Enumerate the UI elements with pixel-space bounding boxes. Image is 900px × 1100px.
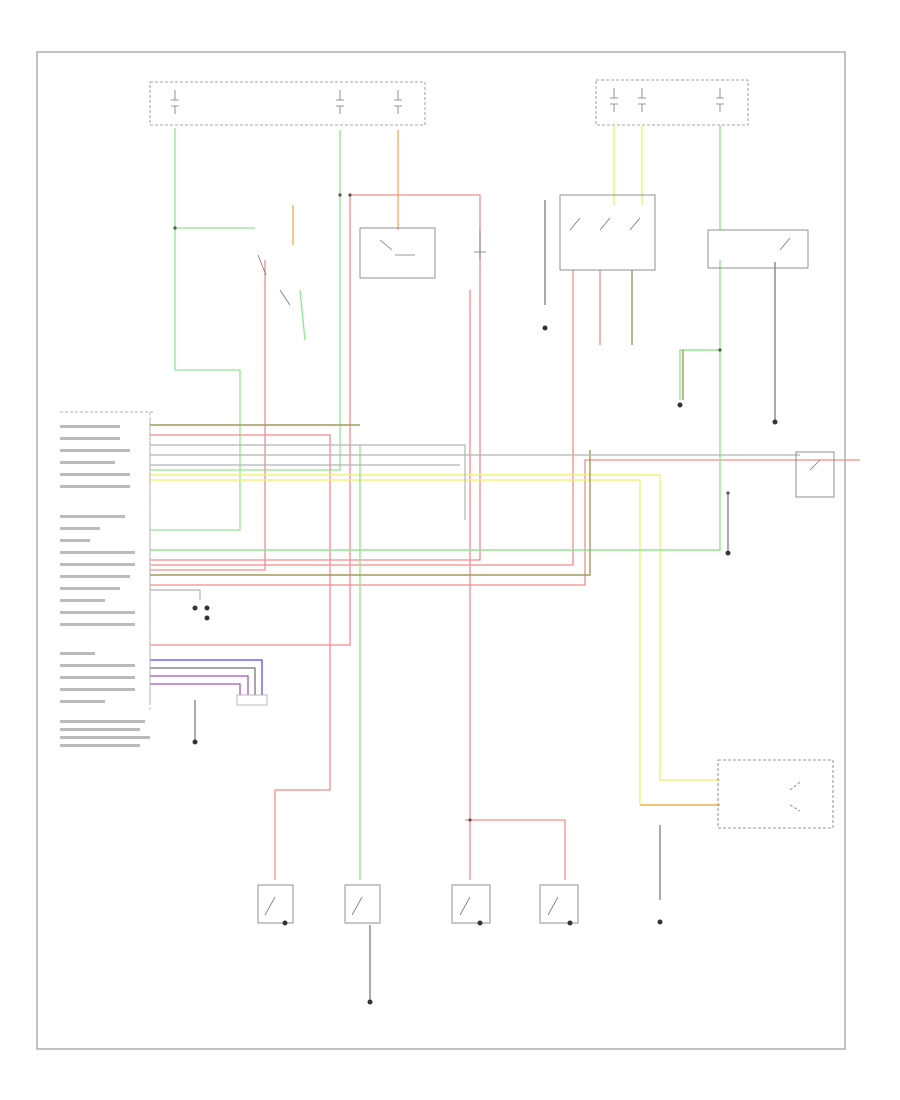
key-switch-box — [717, 759, 834, 829]
relay-box-right-2 — [707, 229, 809, 269]
illegible-label-marks — [60, 425, 150, 747]
wire-olive-group — [150, 270, 684, 576]
connector-tiles — [149, 420, 268, 706]
wire-blue-purple — [150, 659, 263, 695]
diagram-border — [36, 51, 846, 1050]
relay-box-center — [359, 227, 436, 279]
relay-box-right-1 — [559, 194, 656, 271]
junction-dots — [173, 193, 730, 822]
top-fuse-box-right — [595, 79, 749, 126]
wire-black-group — [194, 200, 776, 1000]
wire-gray-group — [150, 444, 800, 600]
door-switch-box — [795, 451, 835, 498]
wire-green-left — [150, 128, 341, 531]
wire-green-4 — [299, 289, 306, 341]
wire-red-group — [150, 194, 860, 880]
wire-green-right — [150, 125, 721, 880]
wire-green-2 — [150, 130, 341, 471]
dimmer-switch — [474, 230, 486, 260]
ground-symbols — [192, 325, 778, 1005]
wire-green-1 — [150, 128, 241, 531]
inhibit-switch — [257, 254, 291, 306]
door-switches-bottom — [257, 884, 579, 924]
top-fuse-box-left — [149, 81, 426, 126]
fuse-symbols-top — [171, 88, 724, 114]
